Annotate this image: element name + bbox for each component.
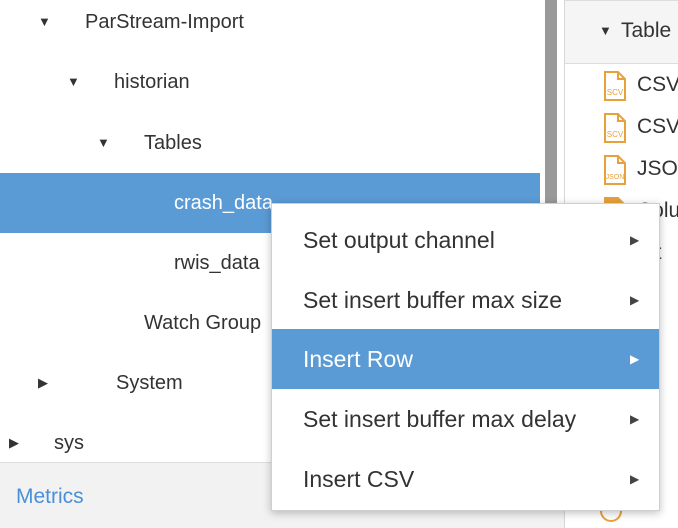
submenu-arrow-icon: ▶: [630, 293, 640, 307]
tree-item-parstream-import[interactable]: ▼ ParStream-Import: [0, 0, 540, 52]
tree-item-rwis-data[interactable]: rwis_data: [0, 233, 540, 293]
collapse-toggle-icon[interactable]: ▼: [38, 14, 51, 29]
submenu-arrow-icon: ▶: [630, 233, 640, 247]
collapse-toggle-icon[interactable]: ▼: [599, 23, 612, 38]
tree-item-label: sys: [54, 432, 84, 454]
expand-toggle-icon[interactable]: ▶: [9, 435, 19, 450]
context-menu: Set output channel ▶ Set insert buffer m…: [271, 203, 660, 511]
tree-item-historian[interactable]: ▼ historian: [0, 52, 540, 112]
file-item-label: JSO: [637, 157, 678, 180]
menu-item-set-insert-buffer-max-delay[interactable]: Set insert buffer max delay ▶: [272, 389, 659, 449]
menu-item-insert-csv[interactable]: Insert CSV ▶: [272, 449, 659, 509]
file-item[interactable]: SCV CSV: [565, 109, 678, 145]
file-item-label: CSV: [637, 115, 678, 138]
expand-toggle-icon[interactable]: ▶: [38, 375, 48, 390]
menu-item-insert-row[interactable]: Insert Row ▶: [272, 329, 659, 389]
submenu-arrow-icon: ▶: [630, 472, 640, 486]
menu-item-label: Set insert buffer max size: [303, 287, 563, 313]
menu-item-label: Insert Row: [303, 346, 413, 372]
file-item-label: CSV: [637, 73, 678, 96]
tree-item-tables[interactable]: ▼ Tables: [0, 113, 540, 173]
file-item[interactable]: JSON JSO: [565, 151, 678, 187]
menu-item-set-output-channel[interactable]: Set output channel ▶: [272, 210, 659, 270]
tree-item-label: ParStream-Import: [85, 11, 244, 33]
collapse-toggle-icon[interactable]: ▼: [67, 74, 80, 89]
menu-item-label: Set insert buffer max delay: [303, 406, 577, 432]
menu-item-label: Set output channel: [303, 227, 495, 253]
tree-item-label: rwis_data: [174, 252, 260, 274]
collapse-toggle-icon[interactable]: ▼: [97, 135, 110, 150]
tree-item-label: Tables: [144, 132, 202, 154]
scv-file-icon: SCV: [604, 113, 626, 143]
tree-item-label: crash_data: [174, 192, 273, 214]
tree-item-watch-group[interactable]: Watch Group: [0, 293, 540, 353]
submenu-arrow-icon: ▶: [630, 412, 640, 426]
file-icon-text: SCV: [607, 88, 624, 97]
tree-item-label: System: [116, 372, 183, 394]
scv-file-icon: SCV: [604, 71, 626, 101]
submenu-arrow-icon: ▶: [630, 352, 640, 366]
tree-item-system[interactable]: ▶ System: [0, 353, 540, 413]
tree-item-sys[interactable]: ▶ sys: [0, 413, 540, 473]
file-icon-text: JSON: [606, 174, 625, 181]
right-panel-header-label: Table: [621, 19, 672, 42]
file-icon-text: SCV: [607, 130, 624, 139]
tree-item-label: historian: [114, 71, 190, 93]
menu-item-set-insert-buffer-max-size[interactable]: Set insert buffer max size ▶: [272, 270, 659, 330]
file-item[interactable]: SCV CSV: [565, 67, 678, 103]
tree-item-label: Watch Group: [144, 312, 262, 334]
metrics-link[interactable]: Metrics: [16, 485, 84, 508]
json-file-icon: JSON: [604, 155, 626, 185]
menu-item-label: Insert CSV: [303, 466, 415, 492]
right-panel-header[interactable]: ▼ Table: [565, 0, 678, 64]
